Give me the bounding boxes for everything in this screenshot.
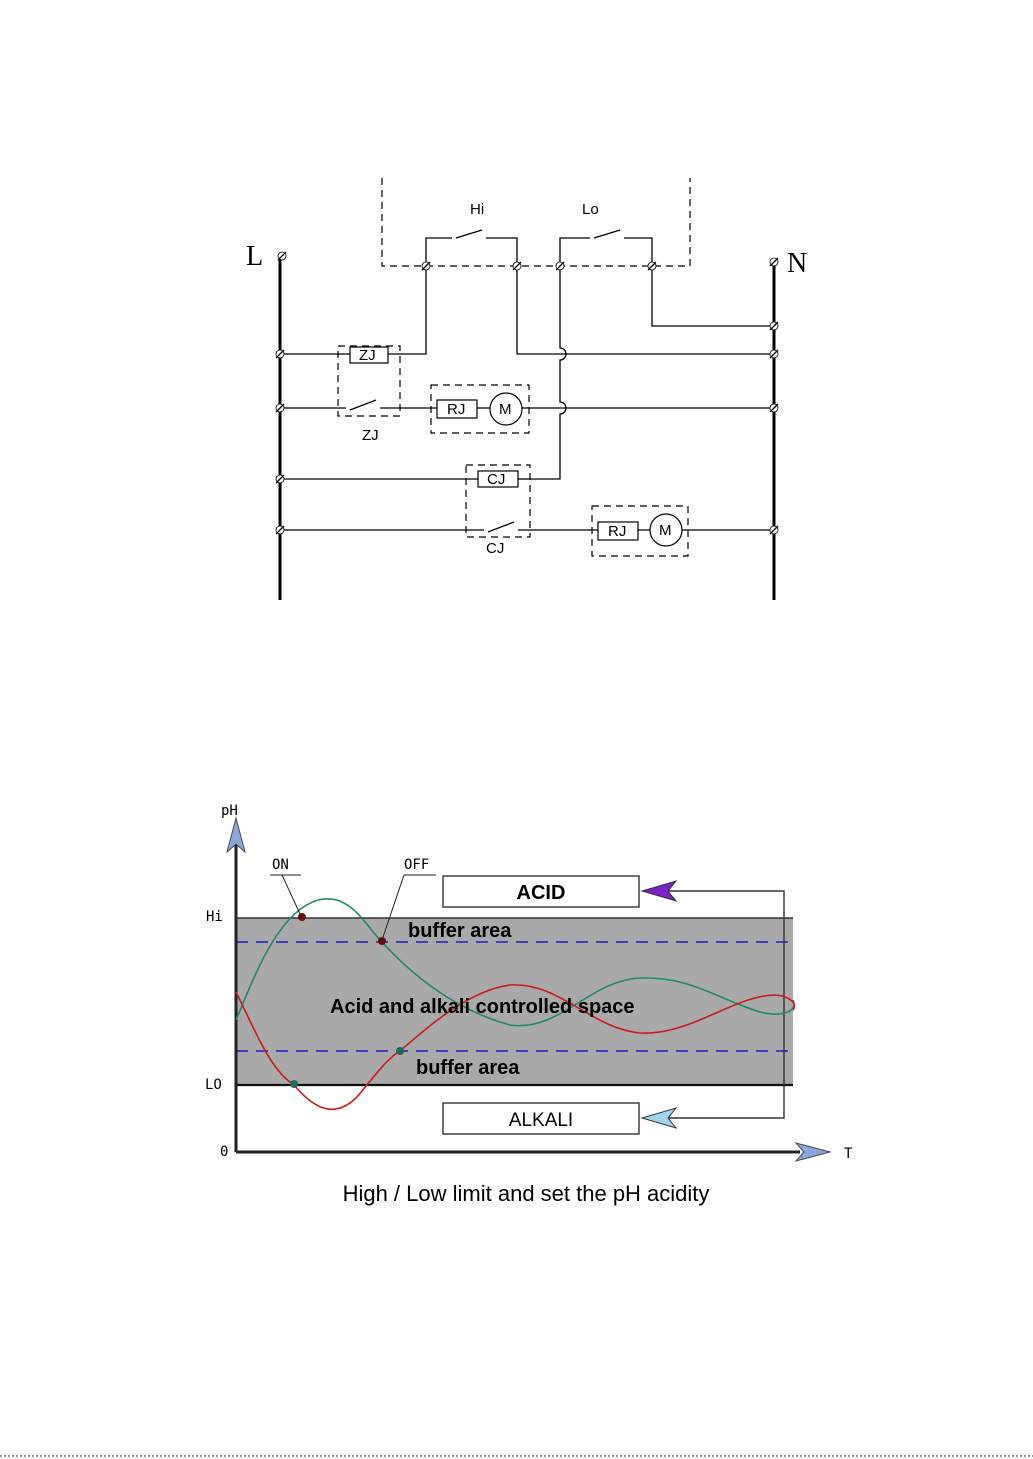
zj-contact-label: ZJ xyxy=(362,427,379,444)
wire-zj-row xyxy=(280,266,426,354)
acid-box-label: ACID xyxy=(517,882,566,904)
rj-2-label: RJ xyxy=(608,523,626,540)
lo-switch xyxy=(560,230,652,266)
circuit-diagram: L N Hi Lo ZJ ZJ RJ M CJ CJ xyxy=(246,178,807,600)
terminals xyxy=(276,252,778,534)
lo-cross-point xyxy=(290,1080,298,1088)
motor-2-label: M xyxy=(659,522,672,539)
y-axis-label: pH xyxy=(221,803,238,819)
off-label: OFF xyxy=(404,857,429,873)
motor-1-label: M xyxy=(499,401,512,418)
zero-tick-label: 0 xyxy=(220,1144,228,1160)
controller-enclosure xyxy=(382,178,690,266)
alkali-box-label: ALKALI xyxy=(509,1110,573,1131)
buffer-cross-point xyxy=(396,1047,404,1055)
hi-label: Hi xyxy=(470,201,484,218)
ph-graph: pH T Hi LO 0 ACID ALKALI ON OFF buffer a… xyxy=(205,803,853,1206)
wire-row2 xyxy=(280,400,774,410)
buffer-lower-label: buffer area xyxy=(416,1057,520,1079)
lo-tick-label: LO xyxy=(205,1077,222,1093)
wire-lo-to-n xyxy=(652,266,774,326)
off-point xyxy=(378,937,386,945)
wire-row4 xyxy=(280,522,774,532)
hi-switch xyxy=(426,230,517,266)
wire-hi-to-n xyxy=(517,266,774,354)
cj-contact-label: CJ xyxy=(486,540,504,557)
on-leader xyxy=(282,875,301,916)
lo-label: Lo xyxy=(582,201,599,218)
on-point xyxy=(298,913,306,921)
rail-n-label: N xyxy=(787,248,807,279)
buffer-upper-label: buffer area xyxy=(408,920,512,942)
x-axis-arrow xyxy=(796,1143,830,1161)
cj-coil-label: CJ xyxy=(487,471,505,488)
graph-caption: High / Low limit and set the pH acidity xyxy=(343,1181,710,1206)
zj-coil-label: ZJ xyxy=(359,347,376,364)
rj-1-label: RJ xyxy=(447,401,465,418)
controlled-space-label: Acid and alkali controlled space xyxy=(330,996,635,1018)
rail-l-label: L xyxy=(246,241,263,272)
x-axis-label: T xyxy=(844,1146,853,1162)
on-label: ON xyxy=(272,857,289,873)
wire-lo-to-cj xyxy=(530,266,566,479)
hi-tick-label: Hi xyxy=(206,909,223,925)
